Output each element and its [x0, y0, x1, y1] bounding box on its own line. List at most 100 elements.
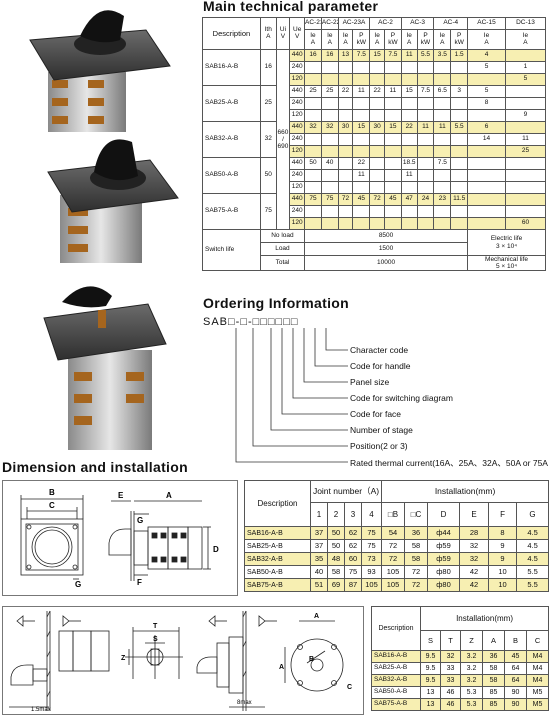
table-cell: 22: [352, 157, 371, 170]
table-cell: [304, 217, 322, 230]
col-joint-number: Joint number（A): [309, 480, 383, 503]
table-cell: 64: [504, 674, 527, 687]
col-category: AC-15: [467, 17, 506, 30]
switch-life-value: 1500: [304, 242, 469, 256]
col-subheader: 4: [360, 502, 383, 527]
table-cell: [369, 133, 385, 146]
table-cell: 58: [404, 552, 429, 566]
table-cell: 32: [459, 552, 490, 566]
table-cell: 11: [400, 169, 418, 182]
table-cell: 69: [327, 578, 345, 592]
label-c: C: [347, 684, 352, 691]
table-cell: 4.5: [516, 526, 550, 540]
table-cell: 9: [488, 539, 518, 553]
table-cell: [352, 145, 371, 158]
table-cell: 4.5: [516, 552, 550, 566]
table-cell: [320, 217, 339, 230]
table-cell: [337, 73, 354, 86]
table-cell: [304, 61, 322, 74]
table-cell: [433, 73, 452, 86]
ue-value: 240: [289, 97, 306, 110]
col-category: AC-3: [400, 17, 435, 30]
col-subheader: T: [440, 630, 461, 651]
table-cell: [352, 61, 371, 74]
table-cell: 5.5: [416, 49, 435, 62]
ordering-leader-lines: [235, 328, 348, 463]
ue-value: 240: [289, 169, 306, 182]
table-cell: 7.5: [383, 49, 402, 62]
col-subheader: D: [427, 502, 461, 527]
table-cell: [504, 121, 547, 134]
table-cell: 5.3: [460, 686, 483, 699]
table-cell: 50: [327, 526, 345, 540]
switch-life-row-label: Load: [259, 242, 306, 256]
table-cell: 7.5: [433, 157, 452, 170]
table-cell: 5: [467, 85, 506, 98]
table-cell: [352, 73, 371, 86]
table-cell: [467, 73, 506, 86]
table-cell: 7.5: [416, 85, 435, 98]
table-cell: [450, 61, 469, 74]
table-cell: ф59: [427, 552, 461, 566]
table-cell: [304, 133, 322, 146]
ue-value: 120: [289, 145, 306, 158]
table-cell: 30: [337, 121, 354, 134]
table-cell: [416, 145, 435, 158]
ordering-section-title: Ordering Information: [203, 295, 349, 311]
table-cell: 5.3: [460, 698, 483, 711]
product-photos: [29, 10, 179, 450]
label-8max: 8max: [237, 700, 252, 706]
table-cell: [369, 205, 385, 218]
table-cell: [320, 205, 339, 218]
table-cell: [383, 169, 402, 182]
table-cell: 87: [344, 578, 362, 592]
ordering-item: Code for face: [350, 409, 402, 419]
table-cell: [400, 97, 418, 110]
table-cell: 15: [400, 85, 418, 98]
table-cell: 18.5: [400, 157, 418, 170]
col-subheader: Ie A: [467, 29, 506, 50]
table-cell: [416, 205, 435, 218]
table-cell: [450, 217, 469, 230]
table-cell: 15: [352, 121, 371, 134]
table-cell: [450, 205, 469, 218]
table-cell: [383, 145, 402, 158]
switch-photo-1: [29, 10, 171, 132]
table-cell: [383, 73, 402, 86]
col-subheader: Ie A: [369, 29, 385, 50]
table-cell: 7.5: [352, 49, 371, 62]
table-cell: [416, 157, 435, 170]
model-name: SAB50-A-B: [244, 565, 311, 579]
table-cell: [416, 217, 435, 230]
table-cell: [450, 109, 469, 122]
table-cell: 40: [320, 157, 339, 170]
table-cell: [383, 61, 402, 74]
ue-value: 440: [289, 49, 306, 62]
table-cell: 90: [504, 686, 527, 699]
dim-label-a: A: [166, 491, 172, 500]
table-cell: 42: [459, 565, 490, 579]
table-cell: 64: [504, 662, 527, 675]
table-cell: ф44: [427, 526, 461, 540]
col-subheader: □C: [404, 502, 429, 527]
table-cell: M5: [525, 698, 550, 711]
table-cell: 33: [440, 674, 461, 687]
table-cell: 58: [327, 565, 345, 579]
ordering-item: Rated thermal current(16A、25A、32A、50A or…: [350, 458, 550, 468]
table-cell: 5.5: [450, 121, 469, 134]
table-cell: [450, 73, 469, 86]
table-cell: [400, 61, 418, 74]
ith-value: 50: [259, 157, 277, 194]
table-cell: [369, 217, 385, 230]
